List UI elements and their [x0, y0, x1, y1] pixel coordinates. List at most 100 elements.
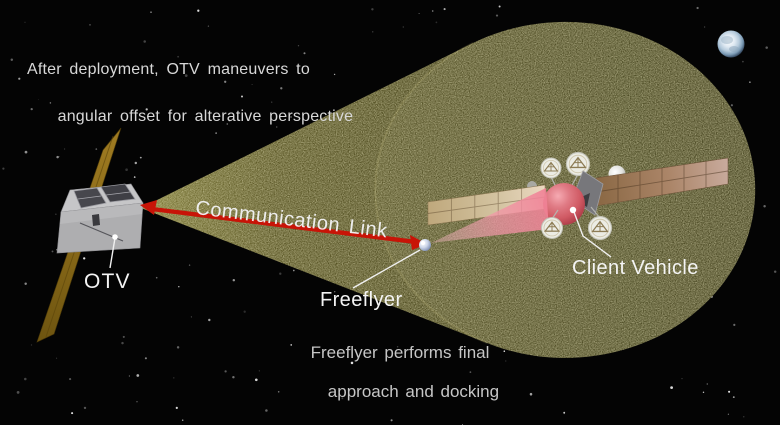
star — [704, 26, 706, 28]
star — [30, 344, 33, 346]
bottom-caption-line1: Freeflyer performs final — [310, 343, 490, 362]
star — [56, 155, 59, 159]
star — [495, 14, 499, 17]
star — [341, 397, 344, 400]
client-leader-line — [573, 211, 612, 258]
otv-label: OTV — [84, 270, 131, 293]
star — [743, 416, 745, 418]
star — [431, 10, 434, 12]
star — [396, 345, 399, 348]
top-annotation-line1: After deployment, OTV maneuvers to — [27, 61, 310, 78]
star — [56, 357, 58, 359]
star — [197, 9, 200, 12]
client-vehicle-label: Client Vehicle — [572, 257, 699, 279]
star — [55, 213, 57, 215]
star — [190, 316, 192, 318]
star — [279, 272, 282, 275]
star — [208, 318, 211, 322]
otv-fixture — [92, 214, 100, 226]
star — [24, 21, 26, 23]
star — [333, 290, 336, 293]
star — [258, 370, 260, 372]
star — [243, 310, 246, 313]
communication-link-arrowhead-right — [410, 235, 427, 250]
communication-link-arrowhead-left — [140, 200, 157, 215]
star — [134, 161, 138, 165]
star — [681, 377, 683, 380]
star — [16, 391, 20, 394]
star — [175, 406, 178, 410]
star — [49, 102, 52, 104]
bottom-caption-line2: approach and docking — [327, 382, 500, 401]
star — [696, 6, 699, 10]
star — [290, 116, 292, 118]
star — [498, 5, 501, 8]
star — [18, 77, 21, 80]
star — [69, 378, 72, 381]
star — [350, 361, 354, 365]
star — [418, 12, 420, 15]
star — [177, 55, 179, 58]
star — [469, 371, 472, 373]
star — [224, 370, 227, 373]
star — [24, 150, 28, 154]
star — [563, 411, 566, 414]
star — [121, 341, 124, 345]
star — [176, 346, 180, 349]
star — [122, 335, 125, 338]
star — [254, 378, 258, 382]
otv-satellite — [36, 127, 144, 343]
star — [207, 25, 210, 27]
star — [727, 413, 730, 415]
top-annotation: After deployment, OTV maneuvers to angul… — [27, 58, 353, 129]
star — [706, 383, 708, 385]
star — [251, 83, 253, 86]
otv-solar-cell-left — [73, 187, 107, 209]
otv-cell-divider — [105, 191, 131, 196]
star — [303, 52, 306, 55]
otv-front-shadow — [60, 203, 143, 224]
freeflyer-craft — [419, 239, 431, 251]
antenna-dish-icon — [540, 157, 562, 179]
star — [71, 412, 74, 415]
star — [232, 375, 235, 379]
freeflyer-body — [419, 239, 431, 251]
otv-leader-line — [109, 237, 116, 269]
star — [232, 278, 236, 282]
star — [215, 132, 217, 134]
label-leader-lines — [109, 211, 612, 289]
star — [763, 204, 766, 208]
star — [145, 108, 148, 111]
otv-cell-divider — [77, 195, 102, 200]
top-annotation-line2: angular offset for alterative perspectiv… — [57, 108, 354, 125]
star — [402, 26, 404, 28]
star — [150, 11, 152, 13]
star — [749, 81, 751, 83]
star — [374, 392, 376, 394]
star — [529, 392, 533, 396]
star — [503, 350, 506, 352]
star — [443, 8, 446, 11]
star — [188, 264, 191, 266]
star — [733, 323, 736, 327]
star — [765, 46, 768, 49]
bottom-caption: Freeflyer performs final approach and do… — [272, 343, 528, 402]
otv-solar-cell-right — [100, 183, 136, 203]
star — [271, 101, 273, 103]
antenna-dish-icon — [587, 215, 613, 241]
star — [241, 95, 243, 98]
star — [280, 87, 283, 90]
star — [83, 406, 87, 410]
star — [181, 419, 184, 421]
star — [24, 377, 27, 381]
cone-grain-texture — [141, 21, 756, 358]
antenna-dish-icon — [540, 216, 564, 240]
star — [51, 250, 54, 253]
earth — [717, 30, 745, 58]
right-array-gridlines — [595, 161, 729, 203]
star — [292, 269, 295, 272]
star — [37, 99, 39, 101]
star — [2, 167, 5, 170]
